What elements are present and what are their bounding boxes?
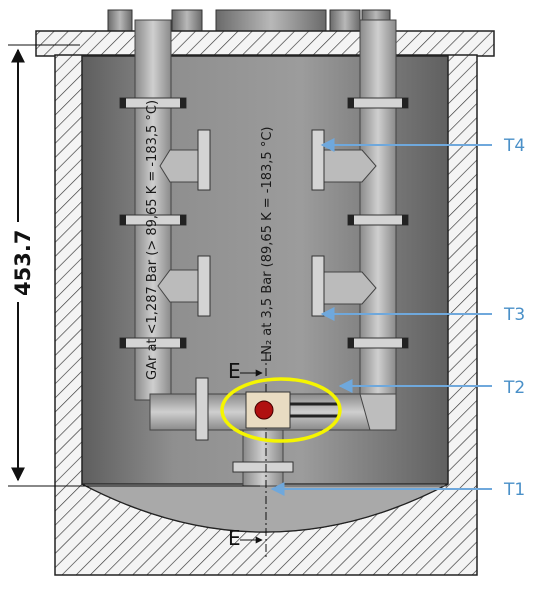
sensor-label-t2: T2 [503, 378, 525, 398]
dimension-453: 453.7 [6, 44, 260, 487]
sensor-callouts [270, 138, 492, 496]
pipework [119, 19, 409, 487]
sensor-label-t4: T4 [503, 136, 525, 156]
section-label-top: E [228, 359, 241, 383]
gar-label: GAr at <1,287 Bar (> 89,65 K = -183,5 °C… [145, 100, 160, 380]
ln2-label: LN₂ at 3,5 Bar (89,65 K = -183,5 °C) [260, 127, 275, 362]
highlight-ellipse [220, 377, 342, 443]
sensor-assembly [245, 391, 340, 429]
sensor-label-t3: T3 [503, 305, 525, 325]
sensor-dot [254, 400, 274, 420]
sensor-label-t1: T1 [503, 480, 525, 500]
top-flange [35, 30, 495, 57]
section-label-bottom: E [228, 526, 241, 550]
sensor-labels: T4 T3 T2 T1 [503, 136, 525, 500]
dimension-value: 453.7 [11, 230, 35, 296]
